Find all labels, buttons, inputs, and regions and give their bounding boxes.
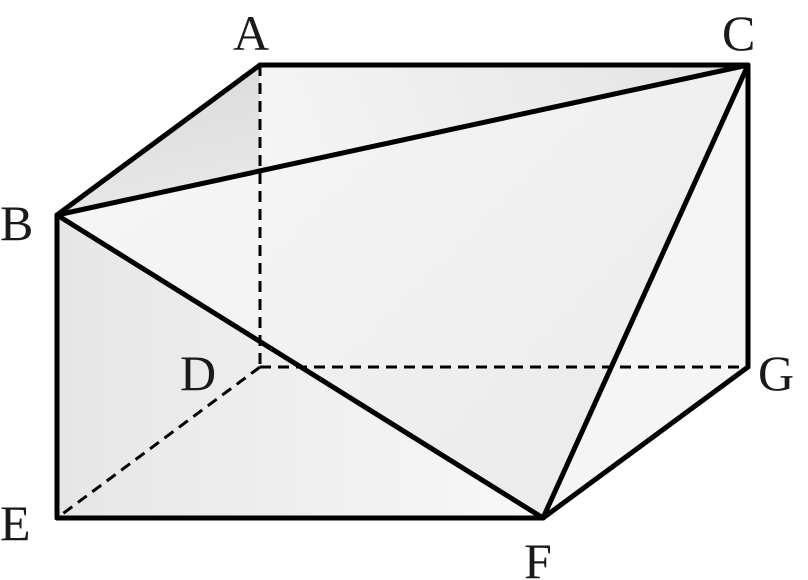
edge-CF — [540, 62, 751, 521]
vertex-label-F: F — [524, 533, 552, 580]
vertex-label-G: G — [758, 345, 794, 401]
vertex-label-C: C — [722, 5, 755, 61]
vertex-label-A: A — [233, 5, 269, 61]
vertex-label-E: E — [0, 495, 31, 551]
vertex-label-B: B — [0, 195, 33, 251]
edge-BC — [54, 62, 751, 218]
edge-FG — [540, 364, 751, 521]
vertex-label-D: D — [180, 345, 216, 401]
edge-DE-hidden — [56, 365, 261, 520]
edge-BF — [54, 212, 546, 521]
edge-AB — [54, 62, 263, 218]
